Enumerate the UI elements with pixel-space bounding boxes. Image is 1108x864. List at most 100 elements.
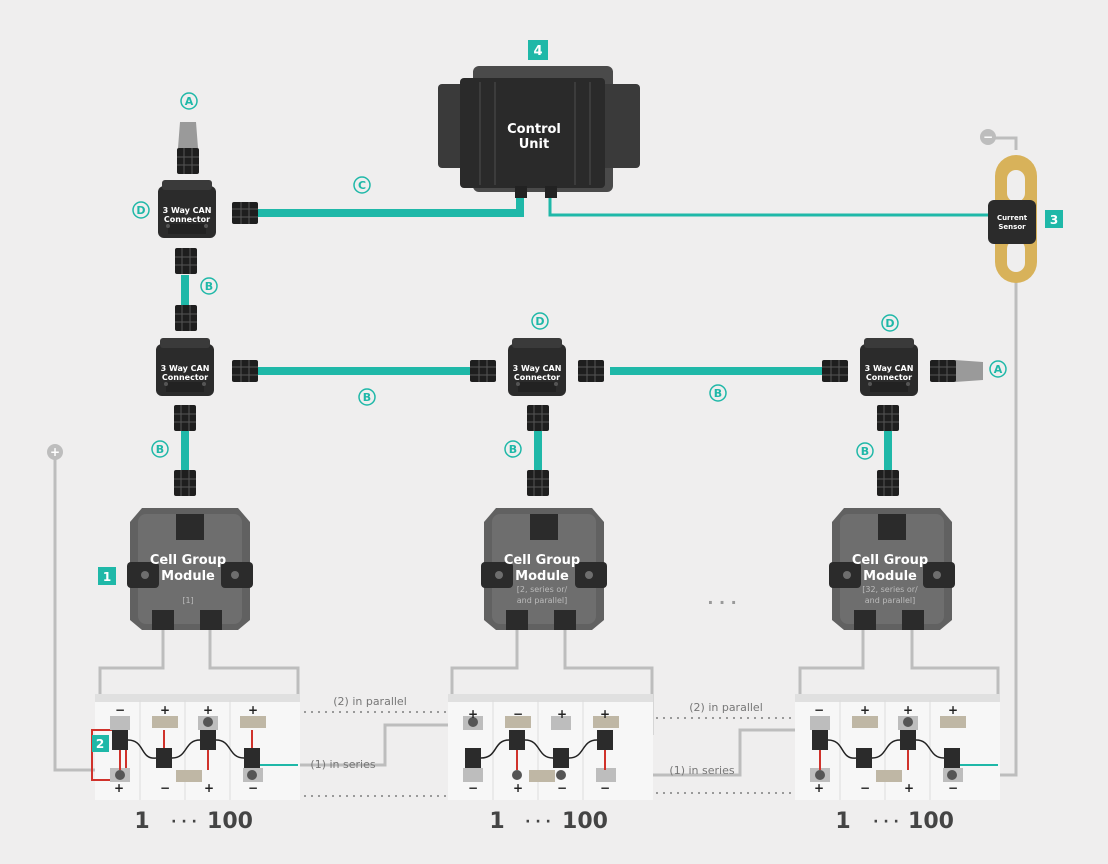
control-unit-number-badge — [528, 40, 548, 60]
cell-columns-board-2 — [463, 716, 619, 782]
svg-text:+: + — [204, 781, 214, 795]
svg-text:+: + — [948, 703, 958, 717]
svg-text:−: − — [860, 781, 870, 795]
module-1-label-2: Module — [161, 569, 215, 584]
cell-group-number: 2 — [96, 737, 104, 751]
module-3-sub-2: and parallel] — [865, 596, 915, 605]
svg-text:−: − — [115, 703, 125, 717]
cell-group-module-32 — [829, 508, 955, 630]
module-3-label-1: Cell Group — [852, 553, 928, 568]
can-connector-right: 3 Way CAN Connector — [821, 338, 918, 497]
svg-text:−: − — [814, 703, 824, 717]
terminator-plug-right — [929, 359, 983, 383]
series-label-1: (1) in series — [310, 758, 375, 771]
can-connector-left: 3 Way CAN Connector — [156, 338, 259, 497]
letter-a-right: A — [994, 363, 1003, 376]
control-unit: Control Unit — [438, 66, 640, 198]
current-sensor-label-2: Sensor — [998, 223, 1026, 231]
letter-b-6: B — [861, 445, 869, 458]
can-connector-middle: 3 Way CAN Connector — [469, 338, 605, 497]
positive-terminal-symbol: + — [50, 445, 60, 459]
cell-columns-board-1 — [110, 716, 298, 782]
module-3-sub-1: [32, series or/ — [862, 585, 918, 594]
svg-text:−: − — [160, 781, 170, 795]
svg-text:+: + — [903, 703, 913, 717]
cell-range-1-dots: · · · — [171, 814, 197, 830]
parallel-label-1: (2) in parallel — [333, 695, 407, 708]
control-unit-label-2: Unit — [519, 137, 549, 152]
letter-b-2: B — [363, 391, 371, 404]
cell-range-2-start: 1 — [489, 809, 504, 834]
module-2-sub-2: and parallel] — [517, 596, 567, 605]
letter-callouts — [132, 92, 1007, 460]
parallel-label-2: (2) in parallel — [689, 701, 763, 714]
cell-group-number-badge — [92, 735, 109, 752]
module-2-label-1: Cell Group — [504, 553, 580, 568]
svg-text:−: − — [248, 781, 258, 795]
letter-d-top: D — [136, 204, 145, 217]
svg-text:−: − — [948, 781, 958, 795]
cell-columns-board-3 — [810, 716, 998, 782]
cell-range-3-dots: · · · — [873, 814, 899, 830]
svg-text:+: + — [468, 707, 478, 721]
letter-d-right: D — [885, 317, 894, 330]
can-connector-label-2: Connector — [866, 373, 912, 382]
cell-board-2 — [447, 693, 654, 801]
series-label-2: (1) in series — [669, 764, 734, 777]
can-connector-label-1: 3 Way CAN — [865, 364, 914, 373]
control-unit-label-1: Control — [507, 122, 561, 137]
cell-range-1-start: 1 — [134, 809, 149, 834]
svg-text:−: − — [468, 781, 478, 795]
can-connector-label-1: 3 Way CAN — [163, 206, 212, 215]
svg-text:+: + — [203, 703, 213, 717]
svg-text:+: + — [114, 781, 124, 795]
svg-text:+: + — [513, 781, 523, 795]
svg-text:+: + — [248, 703, 258, 717]
letter-a-top: A — [185, 95, 194, 108]
svg-text:−: − — [513, 707, 523, 721]
sensor-wire — [548, 195, 990, 217]
svg-text:−: − — [600, 781, 610, 795]
negative-terminal-symbol: − — [983, 130, 993, 144]
module-2-sub-1: [2, series or/ — [517, 585, 568, 594]
cell-group-module-2 — [481, 508, 607, 630]
module-1-sub: [1] — [182, 596, 193, 605]
current-sensor-number-badge — [1045, 210, 1063, 228]
parallel-links — [290, 711, 800, 797]
current-sensor-number: 3 — [1050, 213, 1058, 227]
letter-b-4: B — [156, 443, 164, 456]
can-connector-top: 3 Way CAN Connector — [158, 180, 259, 332]
letter-b-5: B — [509, 443, 517, 456]
can-bus-wiring — [181, 195, 892, 470]
cell-range-3-end: 100 — [908, 809, 954, 834]
cell-range-1-end: 100 — [207, 809, 253, 834]
svg-text:+: + — [600, 707, 610, 721]
module-2-label-2: Module — [515, 569, 569, 584]
modules-ellipsis: · · · — [707, 593, 736, 612]
can-connector-label-2: Connector — [514, 373, 560, 382]
can-connector-label-2: Connector — [162, 373, 208, 382]
cell-range-3-start: 1 — [835, 809, 850, 834]
cell-range-2-dots: · · · — [525, 814, 551, 830]
svg-text:+: + — [904, 781, 914, 795]
svg-text:−: − — [557, 781, 567, 795]
polarity-marks: − + + + + − + − + − + + − + − − − + + + + − + − — [114, 703, 958, 795]
module-3-label-2: Module — [863, 569, 917, 584]
svg-text:+: + — [557, 707, 567, 721]
module-number: 1 — [103, 570, 111, 584]
svg-text:+: + — [160, 703, 170, 717]
svg-text:+: + — [814, 781, 824, 795]
current-sensor-label-1: Current — [997, 214, 1028, 222]
negative-terminal-icon — [980, 129, 996, 145]
letter-d-middle: D — [535, 315, 544, 328]
letter-c: C — [358, 179, 366, 192]
terminator-plug-top — [176, 122, 200, 175]
letter-b-3: B — [714, 387, 722, 400]
control-unit-number: 4 — [533, 44, 542, 59]
cell-board-1 — [91, 693, 301, 801]
module-number-badge — [98, 567, 116, 585]
cell-range-2-end: 100 — [562, 809, 608, 834]
svg-text:+: + — [860, 703, 870, 717]
letter-b-1: B — [205, 280, 213, 293]
